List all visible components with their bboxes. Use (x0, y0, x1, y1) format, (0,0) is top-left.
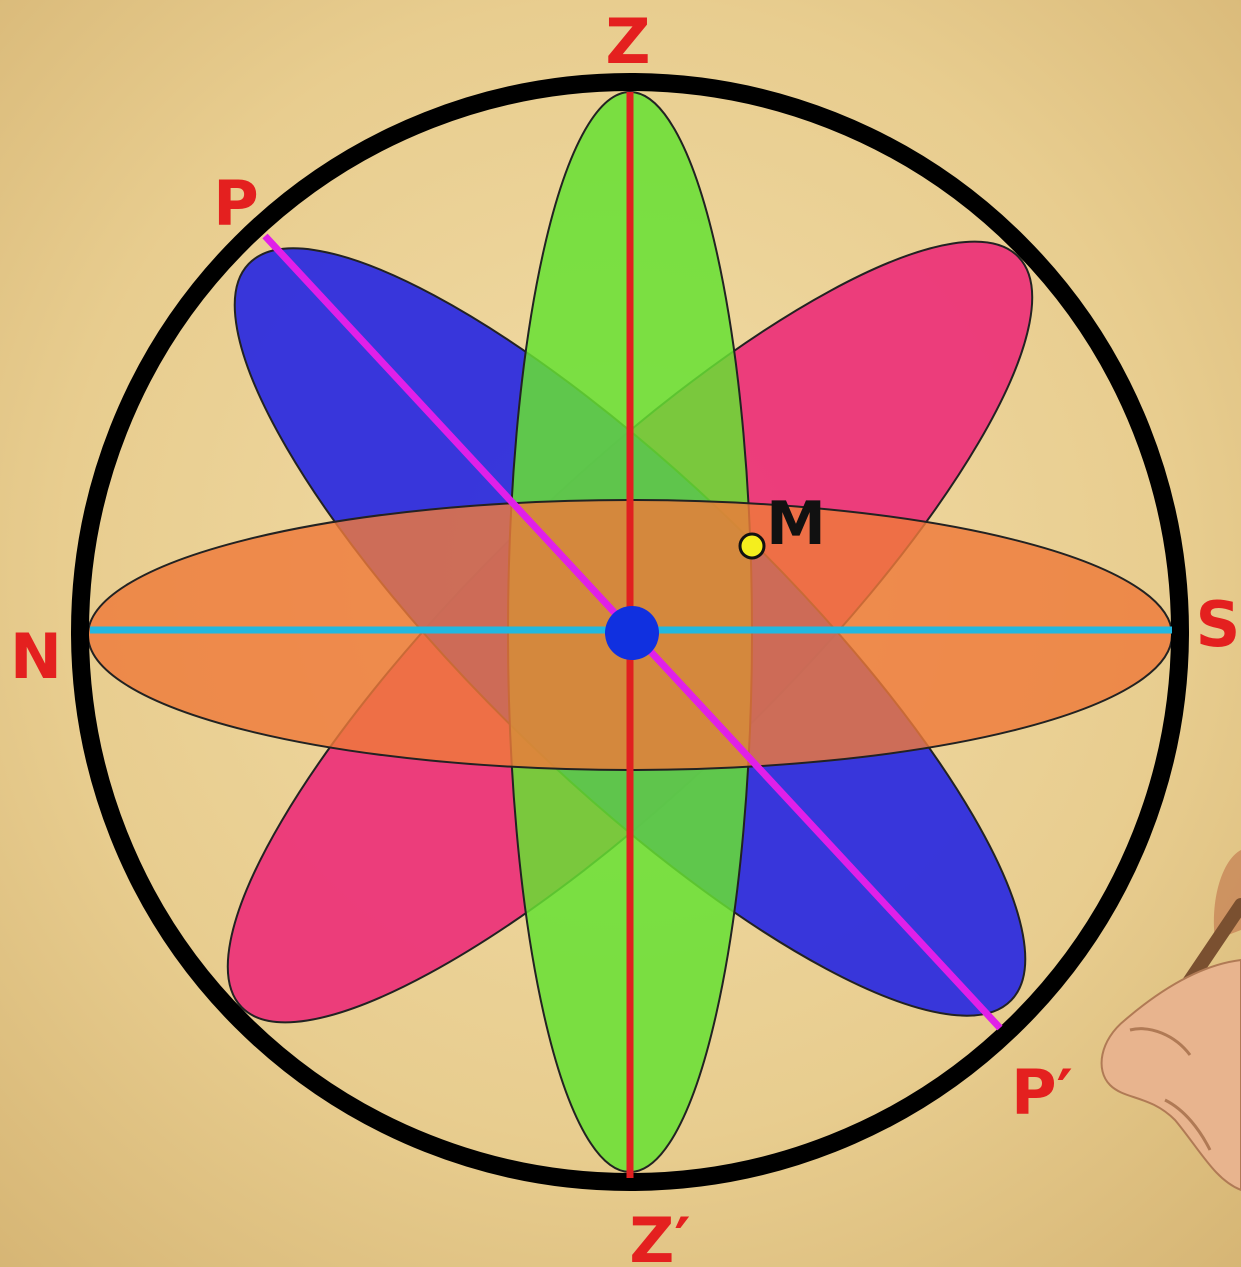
point-m-marker (740, 534, 764, 558)
label-s: S (1196, 588, 1241, 661)
label-p-prime: P′ (1011, 1056, 1073, 1129)
label-p: P (213, 167, 258, 240)
label-m: M (766, 489, 826, 559)
center-dot (605, 606, 659, 660)
label-n: N (10, 620, 62, 693)
label-z: Z (606, 5, 651, 78)
label-z-prime: Z′ (629, 1204, 690, 1267)
